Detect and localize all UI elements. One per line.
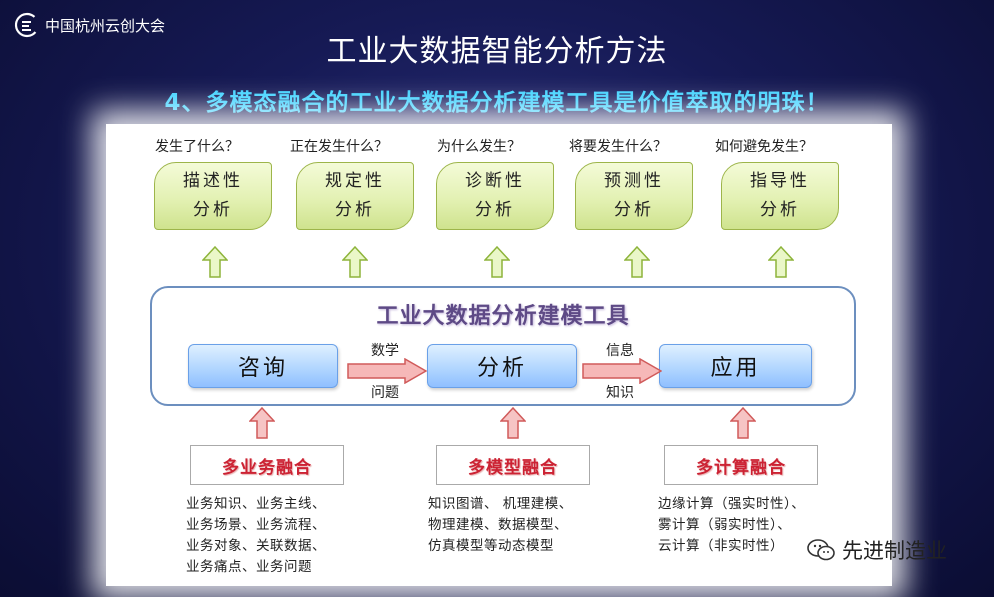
up-arrow-icon: [249, 407, 275, 439]
fusion-business: 多业务融合: [190, 445, 344, 485]
analysis-scroll-guiding: 指导性 分析: [721, 162, 839, 230]
desc-line: 仿真模型等动态模型: [428, 538, 554, 554]
slide-subtitle: 4、多模态融合的工业大数据分析建模工具是价值萃取的明珠！: [164, 90, 830, 116]
fusion-model: 多模型融合: [436, 445, 590, 485]
question-label: 如何避免发生？: [715, 139, 813, 155]
watermark-text: 先进制造业: [842, 539, 947, 563]
analysis-type: 预测性: [604, 171, 664, 191]
analysis-type: 规定性: [325, 171, 385, 191]
analysis-word: 分析: [760, 200, 800, 220]
arrow-label: 问题: [371, 385, 399, 401]
question-label: 正在发生什么？: [290, 139, 388, 155]
analysis-scroll-predictive: 预测性 分析: [575, 162, 693, 230]
analysis-scroll-prescriptive: 规定性 分析: [296, 162, 414, 230]
analysis-scroll-descriptive: 描述性 分析: [154, 162, 272, 230]
desc-line: 知识图谱、 机理建模、: [428, 496, 573, 512]
desc-line: 业务对象、关联数据、: [186, 538, 326, 554]
analysis-type: 诊断性: [465, 171, 525, 191]
desc-line: 业务痛点、业务问题: [186, 559, 312, 575]
watermark: 先进制造业: [806, 535, 947, 565]
analysis-word: 分析: [335, 200, 375, 220]
right-arrow-icon: [347, 358, 427, 384]
question-label: 为什么发生？: [437, 139, 521, 155]
cloud-logo-icon: [14, 12, 40, 38]
arrow-label: 知识: [606, 385, 634, 401]
arrow-label: 信息: [606, 343, 634, 359]
diagram-panel: 发生了什么？ 正在发生什么？ 为什么发生？ 将要发生什么？ 如何避免发生？ 描述…: [106, 124, 892, 586]
desc-line: 边缘计算（强实时性）、: [658, 496, 806, 512]
desc-line: 业务知识、业务主线、: [186, 496, 326, 512]
desc-line: 业务场景、业务流程、: [186, 517, 326, 533]
toolbox-title: 工业大数据分析建模工具: [376, 304, 630, 329]
fusion-business-desc: 业务知识、业务主线、 业务场景、业务流程、 业务对象、关联数据、 业务痛点、业务…: [186, 494, 326, 578]
analysis-type: 指导性: [750, 171, 810, 191]
logo-text: 中国杭州云创大会: [45, 16, 166, 35]
up-arrow-icon: [768, 246, 794, 278]
up-arrow-icon: [730, 407, 756, 439]
analysis-scroll-diagnostic: 诊断性 分析: [436, 162, 554, 230]
up-arrow-icon: [624, 246, 650, 278]
up-arrow-icon: [484, 246, 510, 278]
up-arrow-icon: [202, 246, 228, 278]
arrow-label: 数学: [371, 343, 399, 359]
question-label: 将要发生什么？: [569, 139, 667, 155]
fusion-compute-desc: 边缘计算（强实时性）、 雾计算（弱实时性）、 云计算（非实时性）: [658, 494, 805, 557]
analysis-type: 描述性: [183, 171, 243, 191]
analysis-word: 分析: [475, 200, 515, 220]
question-label: 发生了什么？: [155, 139, 239, 155]
wechat-icon: [807, 539, 835, 561]
step-consult: 咨询: [188, 344, 338, 388]
up-arrow-icon: [500, 407, 526, 439]
slide-title: 工业大数据智能分析方法: [326, 34, 668, 69]
analysis-word: 分析: [193, 200, 233, 220]
analysis-word: 分析: [614, 200, 654, 220]
up-arrow-icon: [342, 246, 368, 278]
right-arrow-icon: [582, 358, 662, 384]
fusion-compute: 多计算融合: [664, 445, 818, 485]
step-application: 应用: [659, 344, 812, 388]
desc-line: 物理建模、数据模型、: [428, 517, 568, 533]
fusion-model-desc: 知识图谱、 机理建模、 物理建模、数据模型、 仿真模型等动态模型: [428, 494, 573, 557]
step-analysis: 分析: [427, 344, 577, 388]
logo: 中国杭州云创大会: [14, 12, 165, 38]
desc-line: 雾计算（弱实时性）、: [658, 517, 792, 533]
desc-line: 云计算（非实时性）: [658, 538, 784, 554]
